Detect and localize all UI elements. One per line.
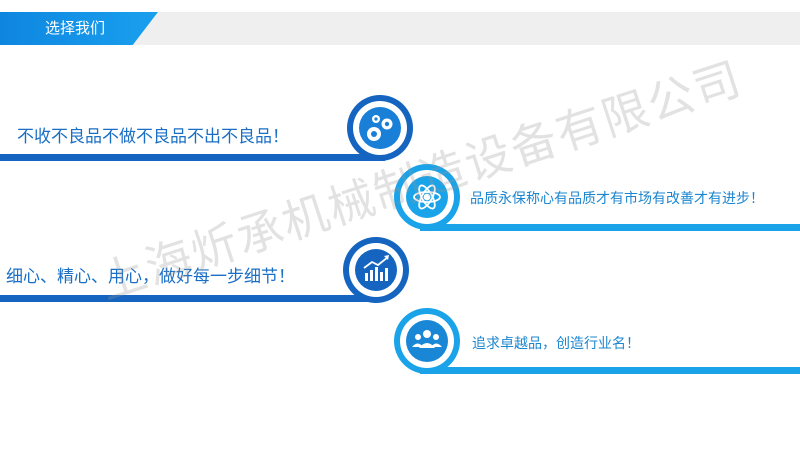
gears-icon	[367, 115, 393, 141]
header-tab	[0, 12, 158, 45]
slogan-text-3: 细心、精心、用心，做好每一步细节！	[6, 267, 295, 287]
slogan-line-3	[0, 295, 380, 302]
team-icon	[412, 330, 442, 348]
slogan-line-4	[420, 367, 800, 374]
section-title: 选择我们	[45, 19, 106, 37]
slogan-line-1	[0, 154, 385, 161]
slogan-text-2: 品质永保称心有品质才有市场有改善才有进步！	[470, 191, 764, 207]
slogan-text-4: 追求卓越品，创造行业名！	[472, 336, 640, 352]
atom-icon	[413, 184, 441, 210]
slogan-text-1: 不收不良品不做不良品不出不良品！	[17, 127, 289, 147]
growth-chart-icon	[363, 255, 389, 281]
slogan-line-2	[420, 224, 800, 231]
